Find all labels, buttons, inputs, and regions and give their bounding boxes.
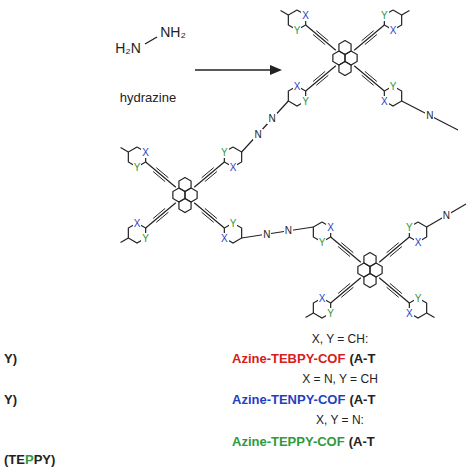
atom-label: N [284,225,293,236]
atom-label: N [262,229,271,240]
bond-line [427,313,435,318]
scheme-label: (A-T [349,435,375,449]
atom-label: X [133,218,142,229]
atom-label: Y [414,293,423,304]
bond-line [362,75,374,85]
scheme-label: Y) [4,393,17,407]
atom-label: N [425,110,434,121]
atom-label: X [141,147,150,158]
pyrene-ring [364,253,376,267]
scheme-label: P [25,453,34,467]
pyrene-ring [179,178,191,192]
atom-label: X [293,81,302,92]
scheme-label: (A-T [349,352,375,366]
bond-line [331,278,361,303]
scheme-label: Azine-TEBPY-COF [232,352,345,366]
scheme-label: Azine-TEPPY-COF [232,435,345,449]
atom-label: Y [318,237,327,248]
scheme-label: (TE [4,453,25,467]
bond-line [306,66,336,91]
pyrene-ring [364,274,376,288]
bond-line [145,37,157,44]
atom-label: X [326,222,335,233]
atom-label: X [414,237,423,248]
pyrene-ring [339,41,351,55]
scheme-label: hydrazine [120,91,176,105]
scheme-label: X = N, Y = CH [302,373,378,386]
scheme-label: Y) [4,352,17,366]
atom-label: N [442,210,451,221]
bond-line [316,31,328,41]
bond-line [379,237,409,262]
bond-line [242,101,289,152]
bond-line [354,66,384,91]
bond-line [379,278,409,303]
bond-line [202,212,214,222]
atom-label: Y [301,96,310,107]
bond-line [313,71,325,81]
atom-label: X [380,96,389,107]
bond-line [402,11,410,16]
bond-line [390,247,402,257]
scheme-label: H₂N [115,41,141,56]
atom-label: Y [380,10,389,21]
atom-label: X [229,162,238,173]
pyrene-ring [339,62,351,76]
atom-label: Y [220,147,229,158]
scheme-label: (A-T [349,393,375,407]
bond-line [281,11,289,16]
atom-label: X [220,233,229,244]
atom-label: X [405,308,414,319]
bond-line [146,162,176,187]
atom-label: Y [229,218,238,229]
bond-line [121,148,129,153]
atom-label: Y [293,25,302,36]
bond-line [331,237,361,262]
scheme-label: PY) [34,453,56,467]
atom-label: Y [133,162,142,173]
bond-line [365,35,377,45]
bond-line [387,287,399,297]
atom-label: N [253,129,262,140]
atom-label: Y [405,222,414,233]
atom-label: Y [326,308,335,319]
bond-line [306,25,336,50]
scheme-label: NH₂ [160,25,186,40]
atom-label: X [301,10,310,21]
atom-label: X [318,293,327,304]
atom-label: X [389,25,398,36]
bond-line [341,243,353,253]
bond-line [306,313,314,318]
bond-line [195,69,272,70]
bond-line [194,203,224,228]
bond-line [242,227,314,238]
scheme-label: Azine-TENPY-COF [232,393,345,407]
atom-label: N [267,113,276,124]
bond-line [402,101,458,130]
reaction-arrowhead [270,65,282,75]
bond-line [194,162,224,187]
scheme-label: X, Y = N: [316,414,364,427]
bond-line [121,238,129,243]
atom-label: Y [389,81,398,92]
bond-line [205,172,217,182]
atom-label: Y [141,233,150,244]
pyrene-ring [179,199,191,213]
scheme-label: X, Y = CH: [312,333,369,346]
bond-line [153,208,165,218]
bond-line [156,168,168,178]
bond-line [427,204,466,227]
bond-line [146,203,176,228]
bond-line [354,25,384,50]
bond-line [338,283,350,293]
